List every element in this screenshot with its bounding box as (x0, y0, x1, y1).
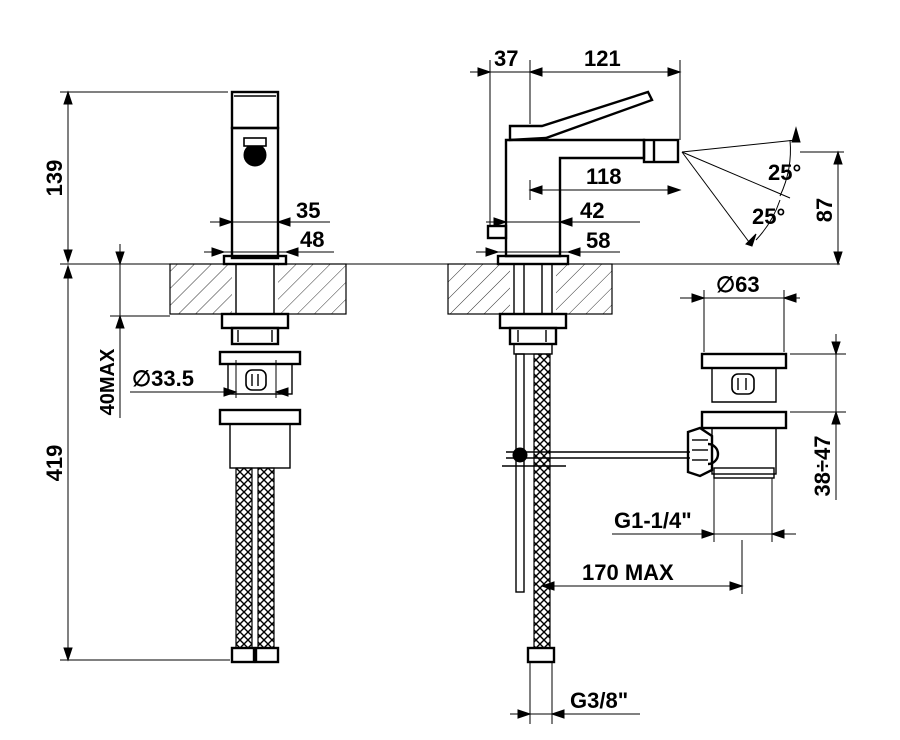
dimension-adjustable-height: 38÷47 (790, 334, 846, 500)
dimension-total-below-deck: 419 (42, 264, 230, 662)
dimension-base-depth: 58 (476, 228, 620, 257)
dimension-lever-reach: 121 (530, 46, 682, 140)
dim-g3-8-label: G3/8" (570, 688, 628, 713)
dimension-base-width: 48 (204, 227, 334, 257)
dim-118-label: 118 (586, 164, 622, 189)
dim-87-label: 87 (812, 198, 837, 222)
dimension-spout-height: 139 (42, 90, 228, 264)
angle-upper-label: 25° (768, 160, 801, 185)
dimension-lever-offset: 37 (470, 46, 543, 226)
dim-58-label: 58 (586, 228, 610, 253)
mixer-side-view (486, 90, 690, 664)
dim-139-label: 139 (42, 160, 67, 197)
dim-33-5-label: ∅33.5 (132, 366, 194, 391)
dimension-max-deck: 40MAX (97, 244, 170, 418)
waste-assembly (686, 352, 788, 479)
dim-g1-1-4-label: G1-1/4" (614, 508, 692, 533)
dim-35-label: 35 (296, 198, 320, 223)
dim-121-label: 121 (584, 46, 621, 71)
angle-lower-label: 25° (752, 204, 785, 229)
deck-section-front (169, 263, 347, 315)
dimension-supply-thread: G3/8" (510, 662, 640, 724)
dimension-outlet-height: 87 (800, 150, 844, 266)
dimension-rod-length: 170 MAX (540, 540, 744, 594)
dim-40max-label: 40MAX (97, 348, 119, 415)
dimension-spout-reach: 118 (528, 164, 682, 200)
mixer-front-view (218, 90, 302, 664)
dimension-body-width: 35 (210, 198, 330, 227)
deck-section-side (447, 263, 613, 315)
dim-419-label: 419 (42, 445, 67, 482)
dim-170max-label: 170 MAX (582, 560, 674, 585)
dim-42-label: 42 (580, 198, 604, 223)
dimension-waste-thread: G1-1/4" (612, 478, 796, 542)
spray-angle-lines: 25° 25° (681, 126, 801, 247)
dimension-hole-diameter: ∅33.5 (130, 360, 289, 398)
dim-38-47-label: 38÷47 (810, 435, 835, 496)
dim-37-label: 37 (494, 46, 518, 71)
dimension-body-depth: 42 (486, 198, 640, 227)
dim-48-label: 48 (300, 227, 324, 252)
dim-63-label: ∅63 (716, 272, 760, 297)
dimension-flange-diameter: ∅63 (680, 272, 800, 352)
